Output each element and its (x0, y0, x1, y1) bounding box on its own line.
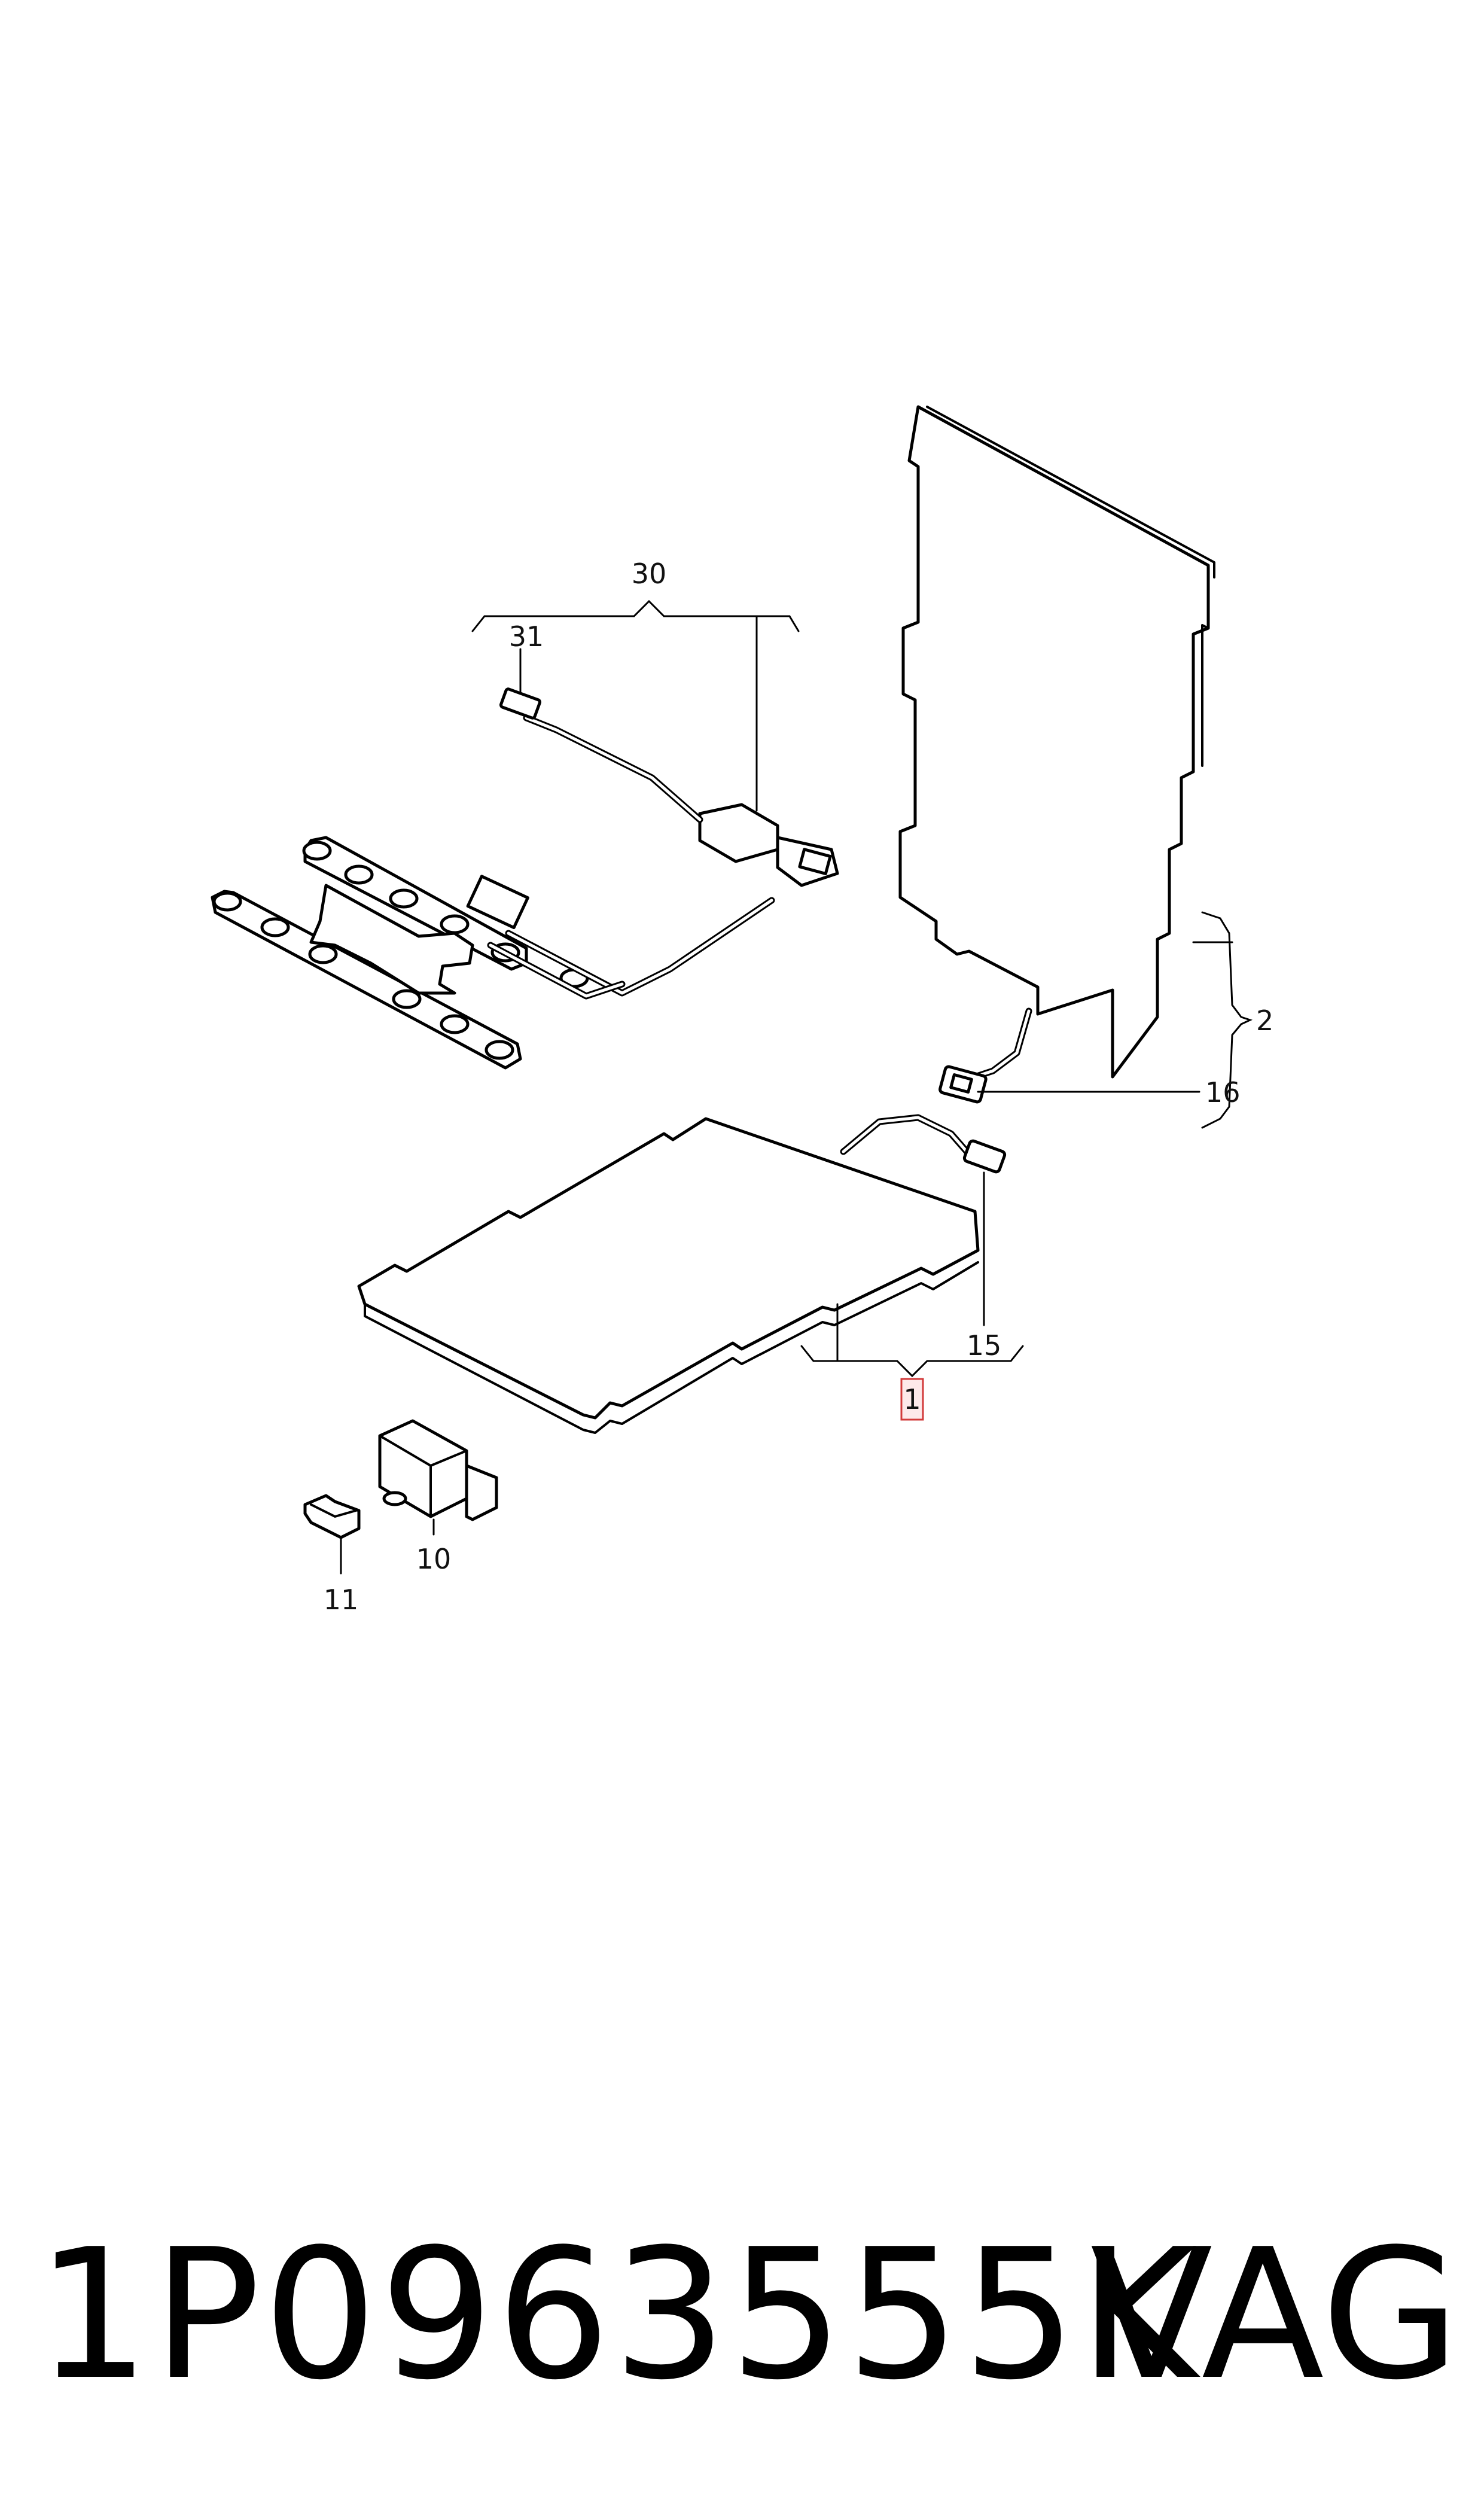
part-number: 1P0963555K (36, 2211, 1199, 2419)
callout-2[interactable]: 2 (1256, 1004, 1273, 1037)
callout-1-highlight (900, 1378, 924, 1421)
callout-31[interactable]: 31 (509, 620, 544, 653)
callout-10[interactable]: 10 (416, 1543, 452, 1575)
connector-15-icon (962, 1139, 1007, 1174)
callout-11[interactable]: 11 (324, 1584, 359, 1616)
brand-name: VAG (1090, 2211, 1460, 2419)
callout-1[interactable]: 1 (903, 1383, 921, 1415)
clip-11 (303, 1494, 361, 1539)
control-unit-10 (378, 1419, 498, 1521)
occupancy-module-icon (698, 803, 839, 887)
occupancy-sensor-mat (211, 687, 839, 1070)
callout-30[interactable]: 30 (632, 558, 667, 590)
connector-16-icon (938, 1065, 988, 1104)
callout-16[interactable]: 16 (1205, 1076, 1241, 1109)
mat-connector-block-icon (466, 875, 529, 930)
seat-pad-wire (840, 1114, 1007, 1174)
callout-15[interactable]: 15 (967, 1329, 1002, 1362)
backrest-heating-pad (898, 405, 1215, 1079)
leader-lines (340, 599, 1253, 1575)
seat-heating-pad (357, 1117, 980, 1434)
connector-31-icon (499, 687, 542, 720)
backrest-wire (938, 1007, 1032, 1104)
